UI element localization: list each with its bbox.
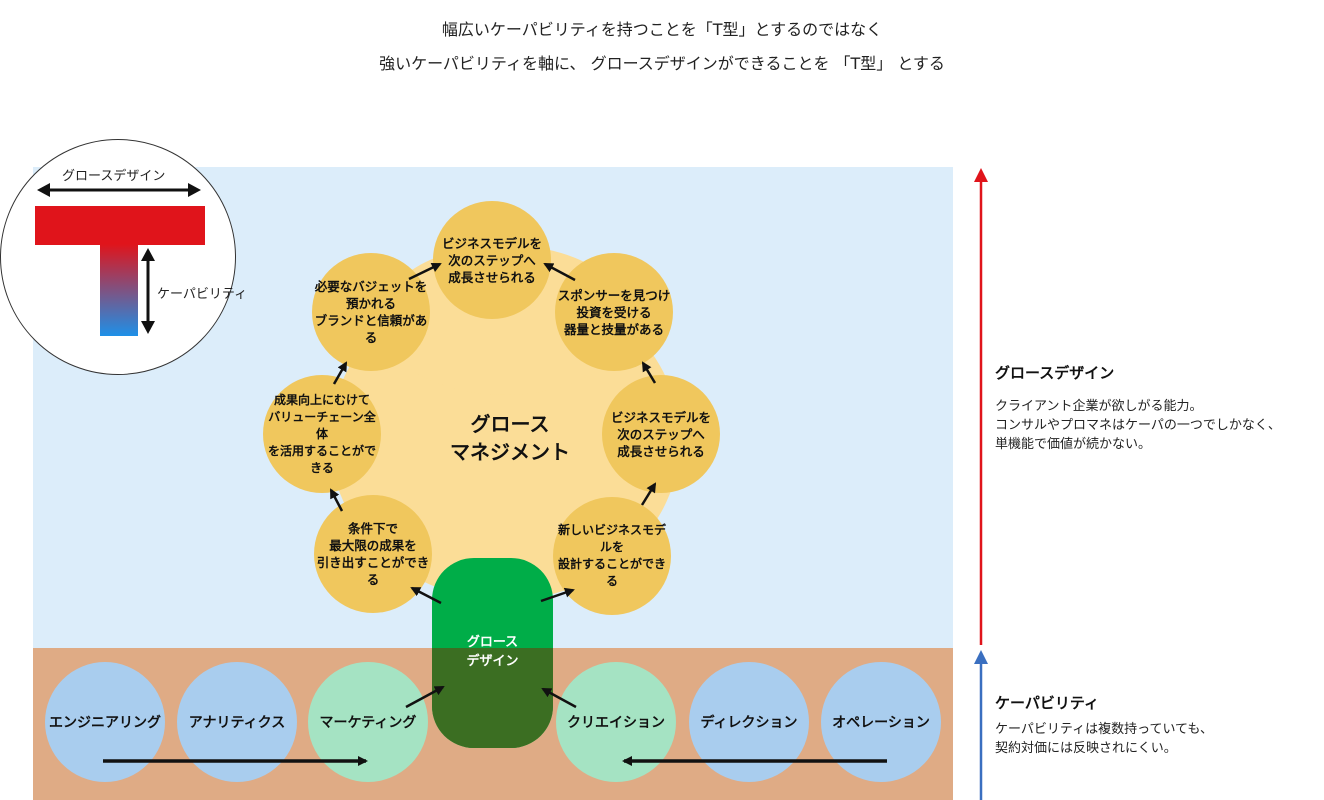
capability-description-line-2: 契約対価には反映されにくい。: [995, 741, 1177, 756]
growth-design-description-line-3: 単機能で価値が続かない。: [995, 437, 1152, 452]
inset-horizontal-arrow: [37, 183, 201, 197]
cycle-arrow-3: [641, 361, 657, 384]
growth-design-description-line-1: クライアント企業が欲しがる能力。: [995, 399, 1203, 414]
t-shape-icon: [35, 206, 205, 336]
inset-growth-design-label: グロースデザイン: [62, 169, 166, 184]
inset-capability-label: ケーパビリティ: [157, 287, 248, 302]
growth-design-trunk: [432, 558, 553, 748]
cycle-node-right: ビジネスモデルを 次のステップへ 成長させられる: [602, 375, 720, 493]
capability-heading: ケーパビリティ: [995, 694, 1099, 712]
cycle-node-top: ビジネスモデルを 次のステップへ 成長させられる: [433, 201, 551, 319]
cycle-arrow-4: [640, 482, 657, 506]
growth-design-heading: グロースデザイン: [995, 364, 1115, 382]
cycle-node-left: 成果向上にむけて バリューチェーン全体 を活用することができる: [263, 375, 381, 493]
header-line-2: 強いケーパビリティを軸に、 グロースデザインができることを 「T型」 とする: [379, 54, 945, 73]
growth-design-trunk-label: グロース デザイン: [466, 635, 519, 669]
cycle-node-upper-left: 必要なバジェットを 預かれる ブランドと信頼がある: [312, 253, 430, 371]
cycle-arrow-8: [332, 361, 348, 385]
growth-design-description-line-2: コンサルやプロマネはケーパの一つでしかなく、: [995, 418, 1281, 433]
cycle-arrow-6: [410, 586, 442, 605]
cycle-arrow-1: [408, 262, 442, 281]
cycle-node-upper-right: スポンサーを見つけ 投資を受ける 器量と技量がある: [555, 253, 673, 371]
cycle-arrow-5: [540, 587, 575, 603]
marketing-to-trunk-arrow: [405, 685, 445, 709]
header-line-1: 幅広いケーパビリティを持つことを「T型」とするのではなく: [441, 20, 883, 39]
creation-to-trunk-arrow: [541, 687, 577, 709]
inset-vertical-arrow: [141, 248, 155, 334]
cycle-arrow-2: [543, 262, 576, 282]
growth-design-trunk-underground: [432, 648, 553, 748]
capability-axis-arrow: [974, 650, 988, 800]
cycle-arrow-7: [329, 488, 344, 512]
growth-management-title: グロース マネジメント: [450, 412, 570, 464]
growth-design-axis-arrow: [974, 168, 988, 645]
capability-description-line-1: ケーパビリティは複数持っていても、: [995, 722, 1214, 737]
